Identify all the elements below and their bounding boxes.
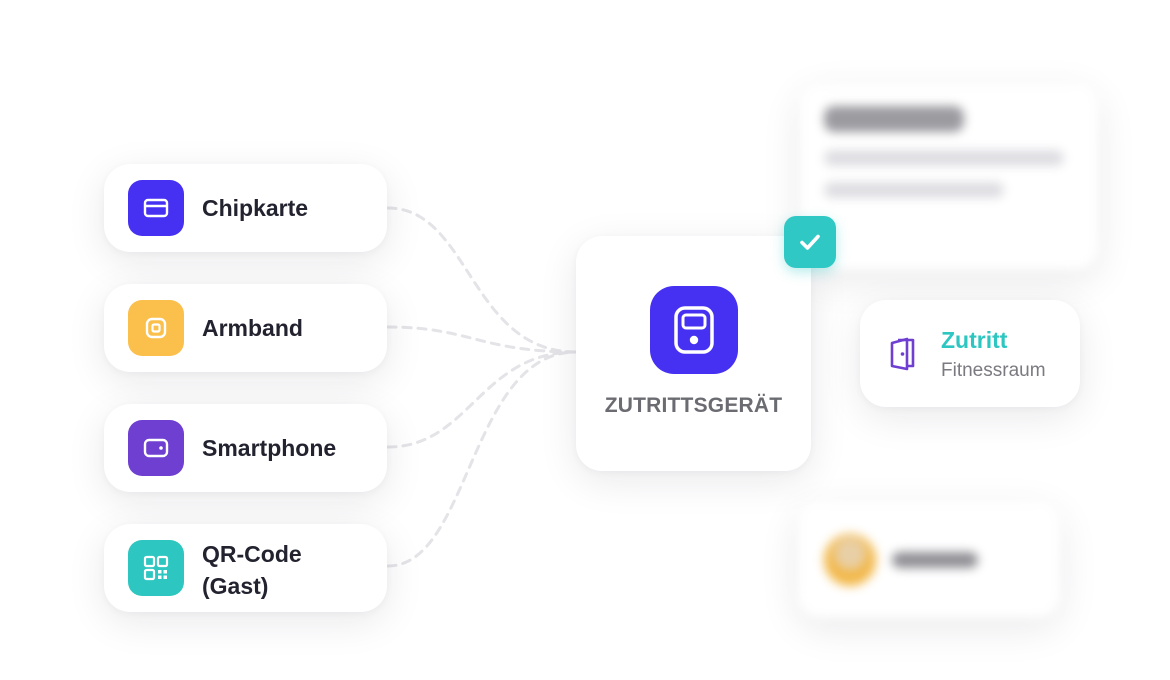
access-terminal-icon	[650, 286, 738, 374]
blurred-text-bar	[824, 182, 1004, 198]
method-label-line: QR-Code	[202, 541, 302, 567]
connector-armband	[386, 325, 578, 354]
access-subtitle: Fitnessraum	[941, 360, 1046, 381]
blurred-info-card	[800, 84, 1098, 270]
method-label: Chipkarte	[202, 195, 309, 221]
device-label: ZUTRITTSGERÄT	[604, 394, 783, 417]
access-result-card: Zutritt Fitnessraum	[860, 300, 1080, 407]
card-icon	[128, 180, 184, 236]
access-device-card[interactable]: ZUTRITTSGERÄT	[576, 236, 811, 471]
method-card-qr-code[interactable]: QR-Code (Gast)	[104, 524, 387, 612]
method-card-chipkarte[interactable]: Chipkarte	[104, 164, 387, 252]
blurred-name-bar	[892, 552, 978, 568]
method-label-line: (Gast)	[202, 573, 269, 599]
access-title: Zutritt	[941, 327, 1008, 353]
checkmark-badge	[784, 216, 836, 268]
blurred-user-card	[798, 502, 1060, 618]
door-icon	[890, 337, 915, 371]
method-card-armband[interactable]: Armband	[104, 284, 387, 372]
connector-chipkarte	[386, 206, 578, 354]
avatar	[824, 534, 876, 586]
method-label: QR-Code (Gast)	[202, 538, 302, 602]
blurred-title-bar	[824, 106, 964, 132]
connector-qrcode	[386, 350, 578, 568]
qr-code-icon	[128, 540, 184, 596]
smartphone-icon	[128, 420, 184, 476]
method-label: Smartphone	[202, 435, 337, 461]
connector-smartphone	[386, 350, 578, 449]
method-label: Armband	[202, 315, 303, 341]
checkmark-icon	[800, 234, 820, 250]
wristband-icon	[128, 300, 184, 356]
blurred-text-bar	[824, 150, 1064, 166]
method-card-smartphone[interactable]: Smartphone	[104, 404, 387, 492]
